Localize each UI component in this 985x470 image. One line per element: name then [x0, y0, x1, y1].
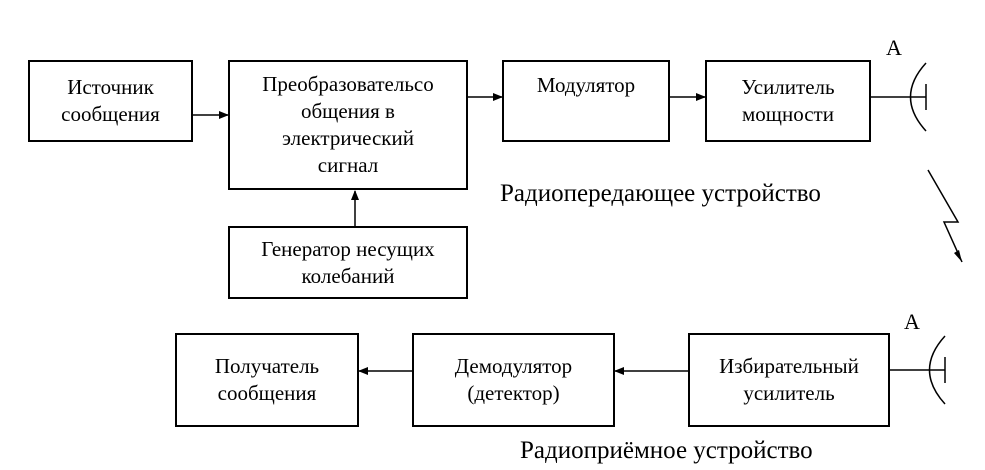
source-label-line-2: сообщения	[61, 102, 160, 126]
radio-wave-link-icon	[927, 169, 963, 263]
converter-block: Преобразовательсо общения в электрически…	[228, 60, 468, 190]
selective-amplifier-label-line-1: Избирательный	[719, 354, 859, 378]
modulator-label: Модулятор	[536, 73, 636, 97]
demodulator-label-line-1: Демодулятор	[454, 354, 573, 378]
carrier-generator-label-line-2: колебаний	[301, 263, 395, 288]
power-amplifier-block: Усилитель мощности	[705, 60, 871, 142]
converter-label-line-1: Преобразовательсо	[262, 72, 434, 96]
modulator-block: Модулятор	[502, 60, 670, 142]
recipient-label-line-2: сообщения	[217, 381, 317, 405]
converter-label-line-2: общения в	[301, 99, 395, 123]
recipient-block: Получатель сообщения	[175, 333, 359, 427]
carrier-generator-block: Генератор несущих колебаний	[228, 226, 468, 299]
receive-antenna-label: А	[904, 309, 920, 334]
power-amplifier-label-line-1: Усилитель	[741, 75, 835, 99]
transmit-antenna-icon	[871, 62, 927, 132]
source-block: Источник сообщения	[28, 60, 193, 142]
demodulator-label-line-2: (детектор)	[467, 381, 560, 405]
selective-amplifier-block: Избирательный усилитель	[688, 333, 890, 427]
recipient-label-line-1: Получатель	[214, 354, 320, 378]
power-amplifier-label-line-2: мощности	[742, 102, 834, 126]
transmit-antenna-label: А	[886, 35, 902, 60]
source-label-line-1: Источник	[67, 75, 154, 99]
receiver-caption: Радиоприёмное устройство	[520, 437, 813, 464]
converter-label-line-3: электрический	[282, 126, 414, 150]
converter-label-line-4: сигнал	[317, 153, 379, 177]
transmitter-caption: Радиопередающее устройство	[500, 180, 821, 207]
carrier-generator-label-line-1: Генератор несущих	[261, 236, 435, 261]
selective-amplifier-label-line-2: усилитель	[743, 381, 835, 405]
demodulator-block: Демодулятор (детектор)	[412, 333, 615, 427]
receive-antenna-icon	[890, 335, 946, 405]
